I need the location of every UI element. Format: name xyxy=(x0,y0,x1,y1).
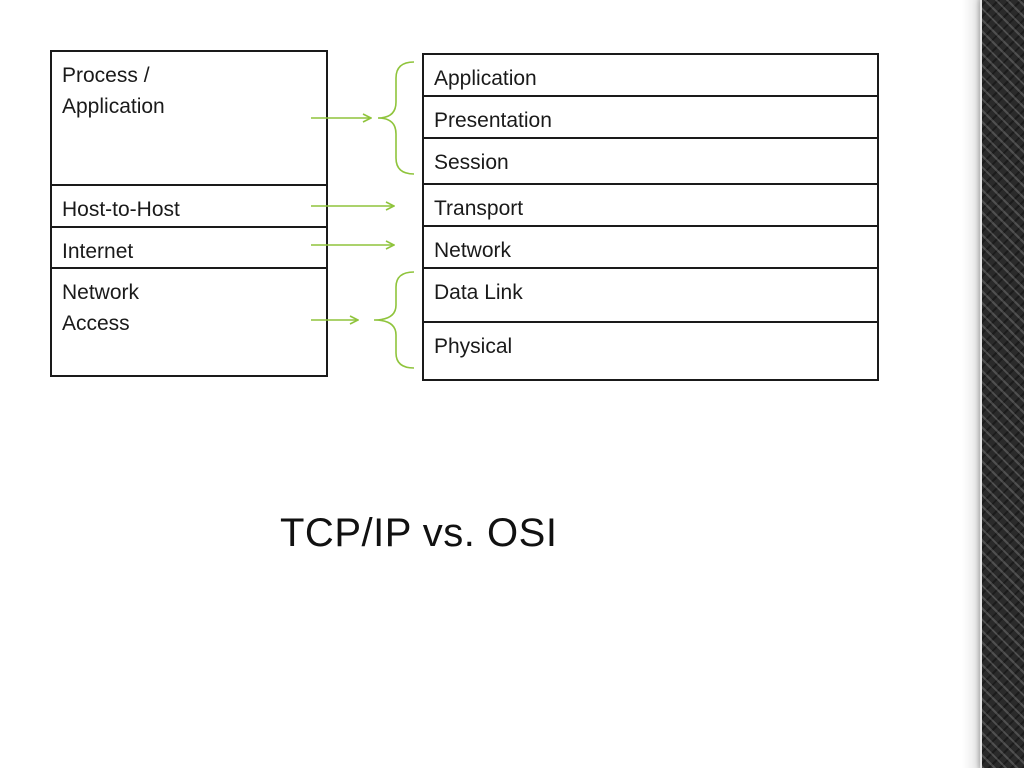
decorative-side-strip xyxy=(982,0,1024,768)
osi-layer-session: Session xyxy=(424,139,877,185)
tcpip-layer-internet: Internet xyxy=(52,228,326,269)
osi-layer-network: Network xyxy=(424,227,877,269)
osi-layer-transport: Transport xyxy=(424,185,877,227)
side-shadow xyxy=(962,0,982,768)
osi-layer-presentation: Presentation xyxy=(424,97,877,139)
osi-layer-application: Application xyxy=(424,55,877,97)
slide-title: TCP/IP vs. OSI xyxy=(280,511,558,555)
curly-brace-icon xyxy=(377,61,415,175)
tcpip-layer-process-application: Process / Application xyxy=(52,52,326,186)
osi-layer-data-link: Data Link xyxy=(424,269,877,323)
osi-layer-stack: Application Presentation Session Transpo… xyxy=(422,53,879,381)
tcpip-layer-network-access: Network Access xyxy=(62,281,140,335)
curly-brace-icon xyxy=(373,271,415,369)
tcpip-layer-stack: Process / Application Host-to-Host Inter… xyxy=(50,50,328,377)
osi-layer-physical: Physical xyxy=(434,335,513,358)
tcpip-layer-host-to-host: Host-to-Host xyxy=(52,186,326,228)
